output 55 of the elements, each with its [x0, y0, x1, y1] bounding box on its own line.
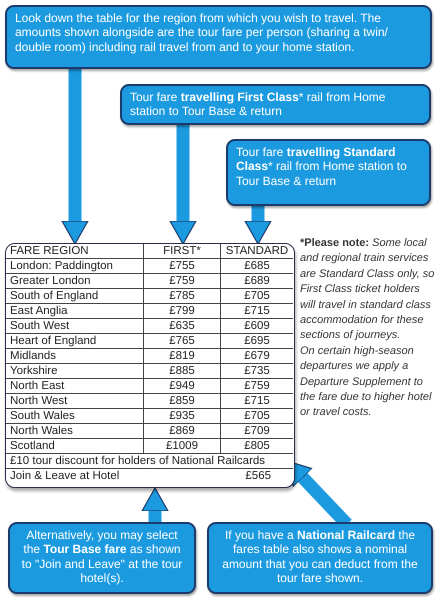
fare-price: £949 [144, 379, 221, 394]
region-name: East Anglia [6, 304, 144, 319]
fare-price: £759 [144, 274, 221, 289]
instruction-callout: Alternatively, you may select the Tour Base fare as shown to "Join and Leave" at the tour hotel(s). [8, 522, 196, 594]
fare-price: £759 [221, 379, 293, 394]
fare-price: £885 [144, 364, 221, 379]
region-name: Midlands [6, 349, 144, 364]
fare-price: £715 [221, 304, 293, 319]
region-name: Yorkshire [6, 364, 144, 379]
region-name: South West [6, 319, 144, 334]
instruction-callout: Look down the table for the region from which you wish to travel. The amounts shown alongside are the tour fare per person (sharing a twin/ double room) including rail travel from and to your home station. [5, 5, 432, 69]
fare-price: £685 [221, 259, 293, 274]
arrow [244, 203, 272, 245]
arrow [141, 487, 169, 525]
fare-price: £705 [221, 409, 293, 424]
footnote: On certain high-season departures we apply a Departure Supplement to the fare due to higher hotel or travel costs. [300, 344, 433, 420]
region-name: Greater London [6, 274, 144, 289]
fare-price: £765 [144, 334, 221, 349]
region-name: South of England [6, 289, 144, 304]
fare-price: £735 [221, 364, 293, 379]
fare-price: £679 [221, 349, 293, 364]
fare-price: £635 [144, 319, 221, 334]
region-name: South Wales [6, 409, 144, 424]
fare-price: £709 [221, 424, 293, 439]
fare-price: £799 [144, 304, 221, 319]
fare-price: £819 [144, 349, 221, 364]
instruction-callout: Tour fare travelling Standard Class* rail from Home station to Tour Base & return [226, 139, 431, 206]
region-name: Scotland [6, 439, 144, 454]
instruction-callout: If you have a National Railcard the fares table also shows a nominal amount that you can deduct from the tour fare shown. [207, 522, 433, 594]
fare-price: £609 [221, 319, 293, 334]
fare-price: £689 [221, 274, 293, 289]
fare-price: £785 [144, 289, 221, 304]
fare-price: £755 [144, 259, 221, 274]
region-name: North East [6, 379, 144, 394]
footnote: *Please note: Some local and regional train services are Standard Class only, so First Class ticket holders will travel in standard class accommodation for these sections of journeys. [300, 236, 436, 344]
region-name: London: Paddington [6, 259, 144, 274]
instruction-callout: Tour fare travelling First Class* rail from Home station to Tour Base & return [120, 84, 431, 125]
discount-row: £10 tour discount for holders of National Railcards [6, 454, 293, 469]
fare-price: £869 [144, 424, 221, 439]
column-header: STANDARD [221, 244, 293, 259]
fare-price: £715 [221, 394, 293, 409]
arrow [61, 66, 89, 245]
region-name: North Wales [6, 424, 144, 439]
fare-price: £935 [144, 409, 221, 424]
fare-price: £705 [221, 289, 293, 304]
fare-price: £565 [244, 469, 272, 484]
column-header: FIRST* [144, 244, 221, 259]
fare-price: £805 [221, 439, 293, 454]
fare-price: £859 [144, 394, 221, 409]
column-header: FARE REGION [6, 244, 144, 259]
hotel-row-label: Join & Leave at Hotel [6, 469, 144, 486]
fare-price: £695 [221, 334, 293, 349]
fare-price: £1009 [144, 439, 221, 454]
region-name: North West [6, 394, 144, 409]
region-name: Heart of England [6, 334, 144, 349]
